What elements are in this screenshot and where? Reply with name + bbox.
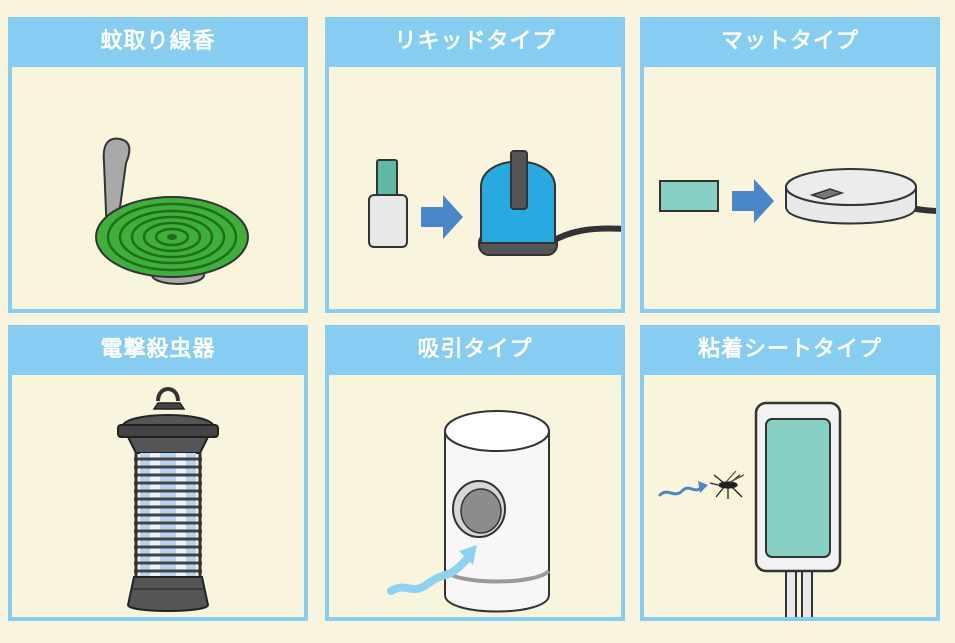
panel-illustration: [12, 375, 304, 617]
panel-sticky-sheet-type: 粘着シートタイプ: [640, 325, 940, 621]
panel-title: マットタイプ: [720, 29, 859, 54]
mosquito-icon: [709, 470, 745, 499]
liquid-vaporizer-icon: [368, 150, 621, 256]
mat-vaporizer-icon: [659, 168, 936, 225]
panel-electric-bug-zapper: 電撃殺虫器: [8, 325, 308, 621]
panel-title: 粘着シートタイプ: [697, 337, 882, 362]
panel-liquid-type: リキッドタイプ: [325, 17, 625, 313]
sticky-sheet-trap-icon: [658, 401, 842, 617]
panel-suction-type: 吸引タイプ: [325, 325, 625, 621]
suction-trap-icon: [387, 410, 551, 613]
panel-illustration: [12, 67, 304, 309]
panel-title: 吸引タイプ: [417, 337, 533, 362]
mosquito-coil-icon: [95, 137, 249, 285]
panel-illustration: [329, 375, 621, 617]
panel-illustration: [644, 375, 936, 617]
panel-title: 蚊取り線香: [100, 29, 216, 54]
panel-illustration: [329, 67, 621, 309]
panel-title: 電撃殺虫器: [100, 337, 216, 362]
panel-illustration: [644, 67, 936, 309]
panel-title: リキッドタイプ: [394, 29, 556, 54]
bug-zapper-icon: [117, 387, 219, 612]
panel-mat-type: マットタイプ: [640, 17, 940, 313]
panel-mosquito-coil: 蚊取り線香: [8, 17, 308, 313]
